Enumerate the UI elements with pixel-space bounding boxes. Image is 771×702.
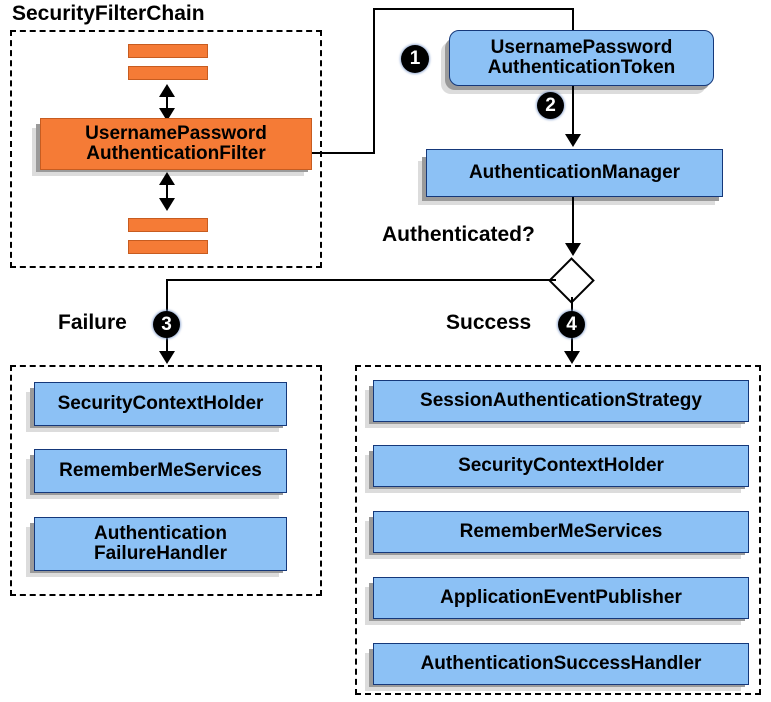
filter-to-token-segment-h2 bbox=[373, 8, 574, 10]
filter-to-token-segment-h1 bbox=[312, 152, 375, 154]
decision-to-failure-line-h bbox=[166, 279, 556, 281]
manager-to-decision-line bbox=[572, 197, 574, 245]
success-item-remember-me-services[interactable]: RememberMeServices bbox=[373, 511, 749, 553]
failure-item-security-context-holder[interactable]: SecurityContextHolder bbox=[34, 382, 287, 426]
success-branch-label: Success bbox=[446, 311, 532, 334]
filter-slab-3 bbox=[128, 218, 208, 232]
authentication-manager-node[interactable]: AuthenticationManager bbox=[426, 149, 723, 197]
security-filter-chain-group bbox=[10, 30, 322, 268]
success-item-authentication-success-handler[interactable]: AuthenticationSuccessHandler bbox=[373, 643, 749, 685]
token-to-manager-arrow bbox=[565, 134, 581, 147]
success-item-session-authentication-strategy[interactable]: SessionAuthenticationStrategy bbox=[373, 380, 749, 422]
filter-connector-lower bbox=[166, 176, 168, 208]
failure-item-3-label-line2: FailureHandler bbox=[93, 543, 228, 564]
filter-slab-2 bbox=[128, 66, 208, 80]
failure-item-2-label: RememberMeServices bbox=[59, 460, 262, 482]
failure-item-3-label-line1: Authentication bbox=[94, 523, 227, 545]
filter-connector-upper bbox=[166, 88, 168, 118]
username-password-authentication-token-node[interactable]: UsernamePassword AuthenticationToken bbox=[449, 30, 714, 86]
filter-connector-upper-arrow-up bbox=[159, 84, 175, 97]
filter-node-label-line2: AuthenticationFilter bbox=[86, 143, 266, 164]
failure-branch-label: Failure bbox=[58, 311, 127, 334]
success-item-4-label: ApplicationEventPublisher bbox=[440, 587, 682, 609]
success-item-5-label: AuthenticationSuccessHandler bbox=[420, 653, 702, 675]
filter-to-token-segment-v2 bbox=[572, 8, 574, 34]
failure-item-1-label: SecurityContextHolder bbox=[57, 393, 264, 415]
manager-node-label: AuthenticationManager bbox=[468, 162, 681, 184]
success-handlers-group bbox=[355, 365, 761, 695]
manager-to-decision-arrow bbox=[565, 243, 581, 256]
filter-connector-lower-arrow-down bbox=[159, 198, 175, 211]
success-item-security-context-holder[interactable]: SecurityContextHolder bbox=[373, 445, 749, 487]
step-badge-4: 4 bbox=[558, 311, 585, 338]
token-to-manager-line bbox=[572, 86, 574, 136]
success-item-1-label: SessionAuthenticationStrategy bbox=[420, 390, 702, 412]
filter-slab-1 bbox=[128, 44, 208, 58]
filter-connector-lower-arrow-up bbox=[159, 172, 175, 185]
failure-item-authentication-failure-handler[interactable]: Authentication FailureHandler bbox=[34, 517, 287, 571]
filter-slab-4 bbox=[128, 240, 208, 254]
security-filter-chain-title: SecurityFilterChain bbox=[12, 2, 205, 25]
filter-connector-upper-arrow-down bbox=[159, 108, 175, 121]
failure-handlers-group bbox=[10, 365, 322, 596]
decision-to-failure-arrow bbox=[159, 351, 175, 364]
filter-node-label-line1: UsernamePassword bbox=[85, 123, 267, 145]
token-node-label-line2: AuthenticationToken bbox=[487, 57, 676, 78]
step-badge-1: 1 bbox=[401, 45, 429, 73]
username-password-authentication-filter-node[interactable]: UsernamePassword AuthenticationFilter bbox=[40, 118, 312, 170]
success-item-3-label: RememberMeServices bbox=[459, 521, 663, 543]
step-badge-2: 2 bbox=[537, 92, 564, 119]
failure-item-remember-me-services[interactable]: RememberMeServices bbox=[34, 449, 287, 493]
success-item-application-event-publisher[interactable]: ApplicationEventPublisher bbox=[373, 577, 749, 619]
token-node-label-line1: UsernamePassword bbox=[490, 37, 673, 59]
authenticated-question-label: Authenticated? bbox=[382, 223, 535, 246]
success-item-2-label: SecurityContextHolder bbox=[458, 455, 664, 477]
decision-to-success-arrow bbox=[564, 351, 580, 364]
filter-to-token-segment-v1 bbox=[373, 8, 375, 154]
step-badge-3: 3 bbox=[153, 311, 180, 338]
